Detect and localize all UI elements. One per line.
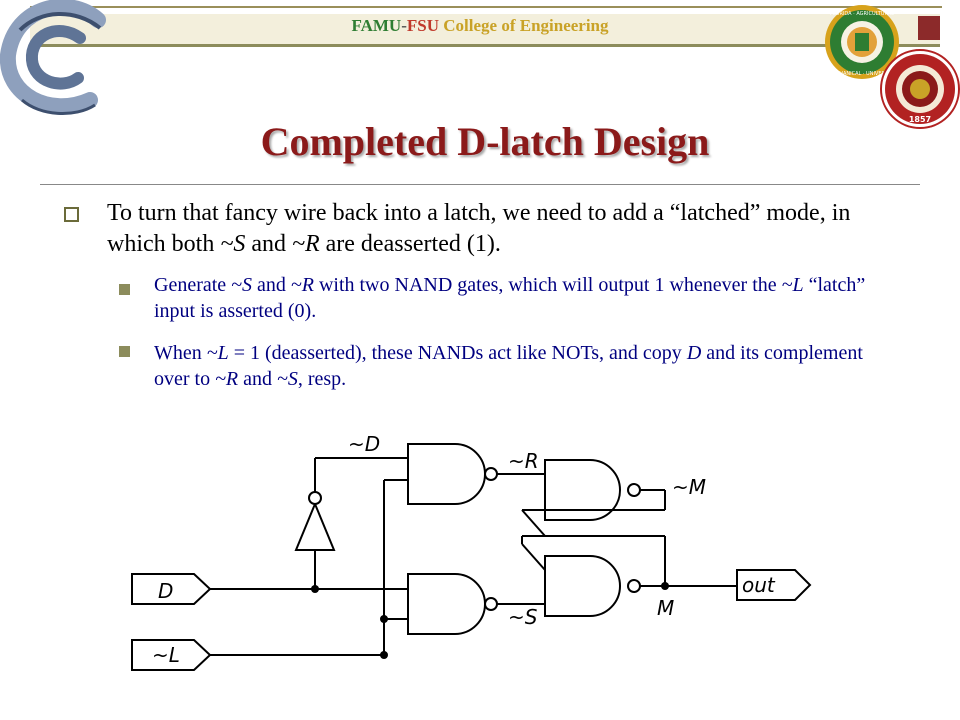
header-corner-block	[918, 16, 940, 40]
nand-gate-top	[407, 443, 486, 505]
junction-dot	[311, 585, 319, 593]
bullet-s-bar: ~S	[220, 231, 246, 257]
output-label: out	[742, 573, 776, 597]
input-d-label: D	[158, 579, 173, 603]
sub1-e: with two NAND gates, which will output 1…	[313, 274, 782, 296]
bullet-text-mid: and	[245, 231, 292, 257]
label-m: M	[657, 596, 674, 620]
sub-bullet-2: When ~L = 1 (deasserted), these NANDs ac…	[154, 340, 894, 392]
sub1-b: ~S	[231, 274, 252, 296]
sub1-f: ~L	[781, 274, 804, 296]
inverter-gate	[294, 501, 336, 551]
sub1-g: “latch” input is asserted (0).	[154, 274, 866, 322]
nand-gate-bottom	[407, 573, 486, 635]
svg-text:MECHANICAL · UNIVERSITY: MECHANICAL · UNIVERSITY	[828, 71, 896, 77]
bullet-box-icon	[64, 207, 79, 222]
sub2-f: ~R	[215, 368, 239, 390]
sub-bullet-1: Generate ~S and ~R with two NAND gates, …	[154, 272, 894, 324]
junction-dot	[380, 651, 388, 659]
output-pin	[736, 569, 812, 601]
junction-dot	[661, 582, 669, 590]
header-bar	[30, 14, 940, 47]
label-s-bar: ~S	[508, 605, 538, 629]
sub1-c: and	[252, 274, 291, 296]
label-m-bar: ~M	[672, 475, 706, 499]
header-famu: FAMU	[351, 16, 402, 35]
bullet-text-post: are deasserted (1).	[319, 231, 501, 257]
sub2-e: and its complement over to	[154, 342, 863, 390]
sub2-i: , resp.	[297, 368, 347, 390]
label-d-bar: ~D	[348, 432, 380, 456]
svg-text:FLORIDA · AGRICULTURAL: FLORIDA · AGRICULTURAL	[830, 11, 894, 17]
fsu-seal: 1857	[880, 49, 960, 129]
sub2-d: D	[686, 342, 702, 364]
nand-gate-latch-top	[544, 459, 621, 521]
sub1-a: Generate	[154, 274, 232, 296]
sub-bullet-square-icon	[119, 346, 130, 357]
header-top-rule	[30, 6, 942, 8]
college-header: FAMU-FSU College of Engineering	[0, 16, 960, 36]
header-college: College of Engineering	[439, 16, 609, 35]
famu-seal: FLORIDA · AGRICULTURAL MECHANICAL · UNIV…	[825, 5, 899, 79]
sub-bullet-square-icon	[119, 284, 130, 295]
sub2-b: ~L	[206, 342, 229, 364]
sub2-c: = 1 (deasserted), these NANDs act like N…	[228, 342, 687, 364]
header-fsu: FSU	[406, 16, 439, 35]
input-l-bar-label: ~L	[152, 643, 180, 667]
svg-text:1857: 1857	[909, 115, 931, 124]
input-d-pin	[131, 573, 212, 605]
title-divider	[40, 184, 920, 185]
college-logo	[0, 0, 106, 115]
nand-gate-latch-bottom	[544, 555, 621, 617]
sub2-h: ~S	[277, 368, 298, 390]
label-r-bar: ~R	[508, 449, 539, 473]
bullet-text-pre: To turn that fancy wire back into a latc…	[107, 200, 851, 257]
sub1-d: ~R	[290, 274, 314, 296]
sub2-a: When	[154, 342, 207, 364]
junction-dot	[380, 615, 388, 623]
sub2-g: and	[238, 368, 278, 390]
main-bullet: To turn that fancy wire back into a latc…	[107, 198, 907, 260]
input-l-bar-pin	[131, 639, 212, 671]
slide-title: Completed D-latch Design	[260, 119, 710, 164]
d-latch-circuit: ~D ~R ~M ~S M D ~L out	[131, 432, 812, 671]
header-dash: -	[401, 16, 407, 35]
bullet-r-bar: ~R	[291, 231, 320, 257]
